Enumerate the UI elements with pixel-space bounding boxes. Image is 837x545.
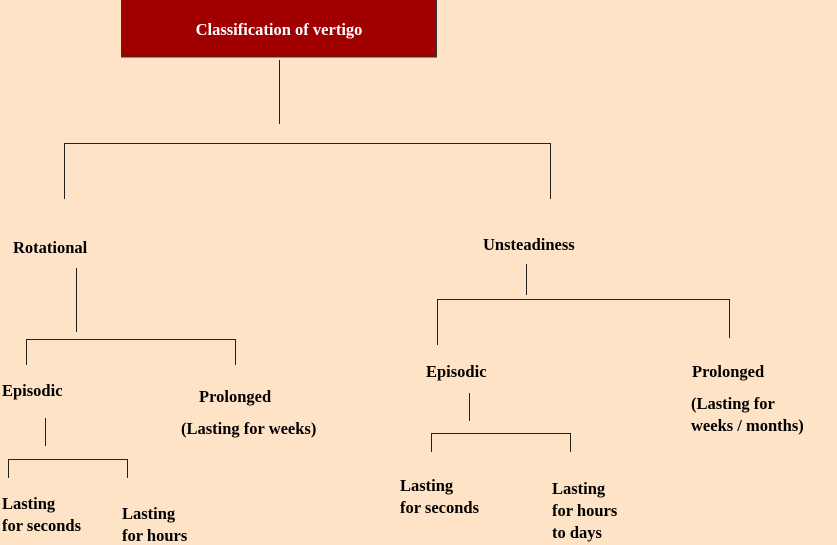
unsteadiness-prolonged-label: Prolonged (692, 362, 764, 381)
unsteadiness-seconds-line2: for seconds (400, 498, 480, 517)
rotational-prolonged-label: Prolonged (199, 387, 271, 406)
unsteadiness-episodic-label: Episodic (426, 362, 487, 381)
unsteadiness-prolonged-duration-line2: weeks / months) (691, 416, 804, 435)
connectors (8, 60, 730, 478)
unsteadiness-prolonged-duration-line1: (Lasting for (691, 394, 775, 413)
unsteadiness-hours-line3: to days (552, 523, 603, 542)
rotational-hours-line1: Lasting (122, 504, 176, 523)
rotational-label: Rotational (13, 238, 88, 257)
unsteadiness-label: Unsteadiness (483, 235, 575, 254)
rotational-seconds-line1: Lasting (2, 494, 56, 513)
unsteadiness-hours-line2: for hours (552, 501, 618, 520)
unsteadiness-hours-line1: Lasting (552, 479, 606, 498)
title-box (121, 0, 437, 58)
rotational-seconds-line2: for seconds (2, 516, 82, 535)
rotational-episodic-label: Episodic (2, 381, 63, 400)
unsteadiness-seconds-line1: Lasting (400, 476, 454, 495)
title: Classification of vertigo (196, 20, 363, 39)
rotational-hours-line2: for hours (122, 526, 188, 545)
rotational-prolonged-duration: (Lasting for weeks) (181, 419, 316, 438)
